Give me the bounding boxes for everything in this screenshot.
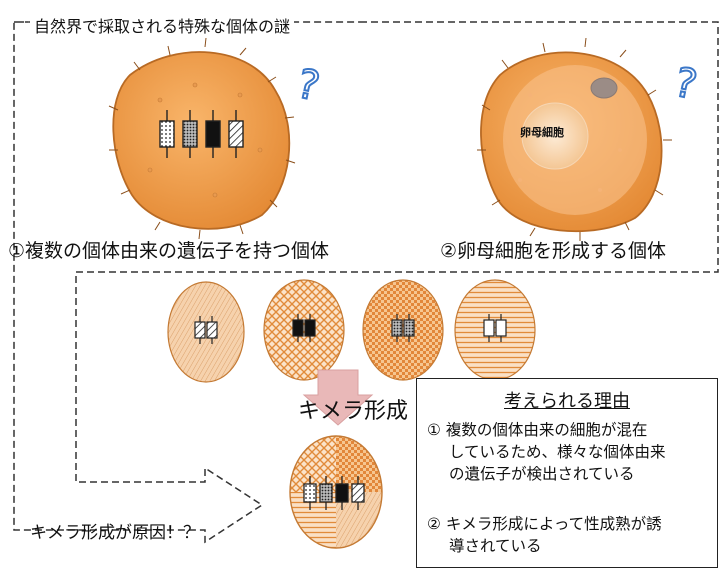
reason-1-line-3: の遺伝子が検出されている: [449, 465, 635, 483]
small-cell-3: [362, 279, 444, 381]
reason-2: ② キメラ形成によって性成熟が誘 導されている: [427, 513, 662, 557]
reasons-box: 考えられる理由 ① 複数の個体由来の細胞が混在 しているため、様々な個体由来 の…: [416, 378, 718, 568]
reason-1: ① 複数の個体由来の細胞が混在 しているため、様々な個体由来 の遺伝子が検出され…: [427, 419, 666, 485]
multi-gene-individual-cell: [108, 37, 296, 240]
page-title: 自然界で採取される特殊な個体の謎: [30, 13, 295, 37]
reason-1-line-1: ① 複数の個体由来の細胞が混在: [427, 421, 648, 439]
oocyte-individual-cell: [477, 37, 672, 241]
small-cell-1: [167, 281, 245, 383]
reason-2-line-1: ② キメラ形成によって性成熟が誘: [427, 515, 662, 533]
reason-1-line-2: しているため、様々な個体由来: [449, 443, 666, 461]
caption-oocyte: ②卵母細胞を形成する個体: [440, 240, 667, 262]
small-cell-2: [263, 279, 345, 381]
down-arrow: [302, 369, 374, 426]
chimera-formation-label: キメラ形成: [298, 399, 409, 424]
question-mark-icon-right: ?: [671, 59, 701, 108]
cause-text: キメラ形成が原因！？: [30, 523, 200, 543]
reason-2-line-2: 導されている: [449, 537, 542, 555]
oocyte-label: 卵母細胞: [520, 126, 564, 139]
question-mark-icon-left: ?: [293, 61, 323, 110]
caption-multi-gene: ①複数の個体由来の遺伝子を持つ個体: [8, 240, 330, 262]
gene-markers: [159, 110, 244, 158]
small-cell-4: [454, 279, 536, 381]
frame-dashed-outline: [13, 21, 719, 544]
reasons-title: 考えられる理由: [504, 391, 630, 412]
chimera-cell: [289, 435, 383, 549]
